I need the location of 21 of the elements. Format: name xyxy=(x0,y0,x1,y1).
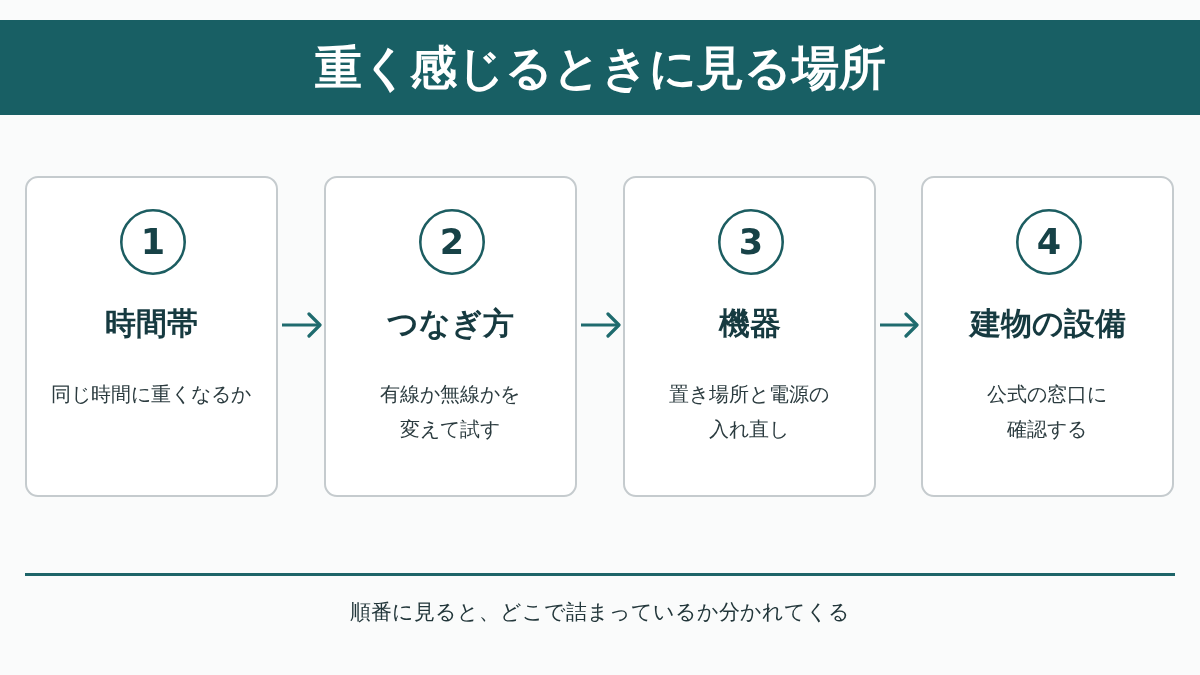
arrow xyxy=(581,312,621,338)
step-description: 置き場所と電源の入れ直し xyxy=(668,381,830,443)
step-heading: 建物の設備 xyxy=(967,304,1127,343)
step-heading: つなぎ方 xyxy=(386,304,515,343)
number-circle: 4 xyxy=(1016,209,1082,275)
title: 重く感じるときに見る場所 xyxy=(313,39,887,97)
step-description: 同じ時間に重くなるか xyxy=(50,381,252,408)
step-box xyxy=(921,176,1174,497)
caption: 順番に見ると、どこで詰まっているか分かれてくる xyxy=(349,599,851,626)
step-box xyxy=(623,176,876,497)
arrow xyxy=(880,312,919,338)
number-circle: 1 xyxy=(120,209,186,275)
step-description: 有線か無線かを変えて試す xyxy=(379,381,521,443)
step-description: 公式の窓口に確認する xyxy=(986,381,1108,443)
step-heading: 機器 xyxy=(717,304,782,343)
step-box xyxy=(25,176,278,497)
step-heading: 時間帯 xyxy=(104,304,199,343)
arrow xyxy=(282,312,322,338)
number-circle: 2 xyxy=(419,209,485,275)
step-box xyxy=(324,176,577,497)
number-circle: 3 xyxy=(718,209,784,275)
